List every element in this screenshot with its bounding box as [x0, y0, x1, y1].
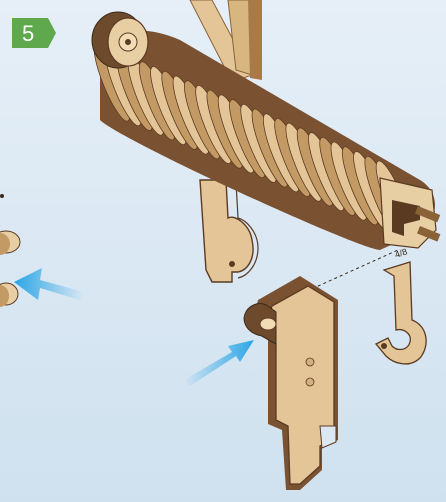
step-badge: 5	[12, 18, 56, 48]
step-number: 5	[22, 21, 34, 46]
